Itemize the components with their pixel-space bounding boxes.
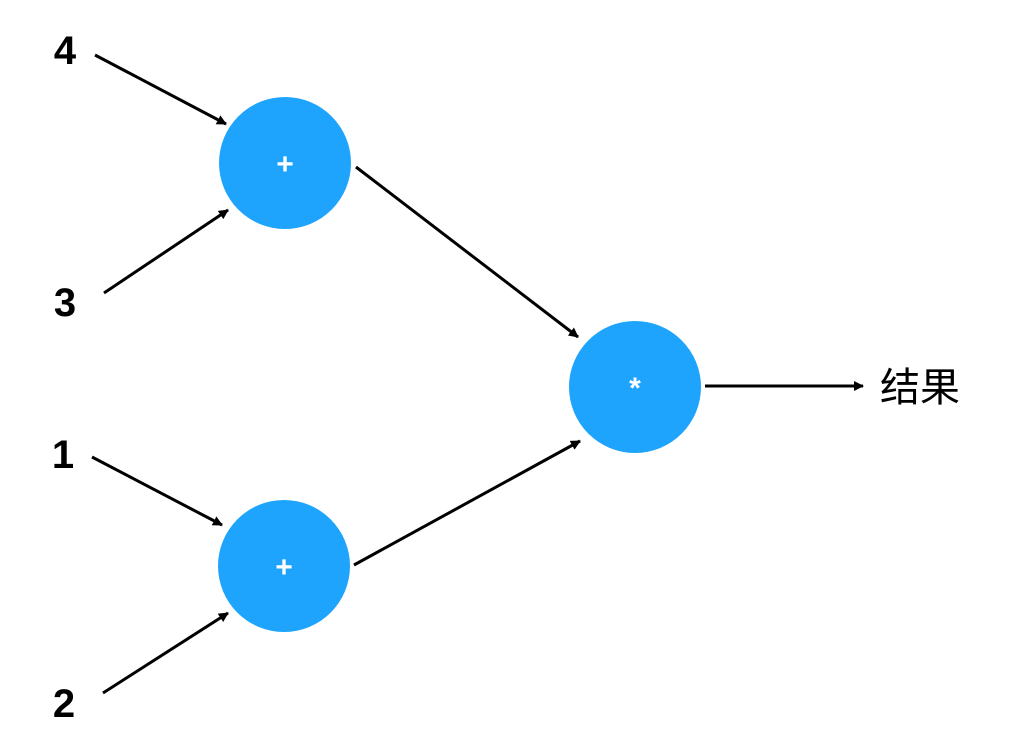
edges (91, 53, 864, 695)
edge-add-bottom-to-mul (353, 439, 581, 567)
edge-2-to-add-bottom (102, 611, 229, 695)
edge-1-to-add-bottom (91, 455, 223, 527)
node-add-bottom-label: + (275, 551, 293, 584)
input-label-3: 3 (54, 281, 76, 325)
node-add-bottom-circle (218, 500, 350, 632)
node-add-bottom: + (218, 500, 350, 632)
node-add-top-circle (219, 97, 351, 229)
edge-add-top-to-mul (355, 165, 579, 339)
input-label-2: 2 (53, 682, 75, 726)
edge-3-to-add-top (103, 208, 229, 295)
input-label-4: 4 (54, 29, 77, 73)
node-add-top-label: + (276, 148, 294, 181)
node-mul-label: * (629, 372, 641, 405)
edge-4-to-add-top (94, 53, 227, 126)
node-mul-circle (569, 321, 701, 453)
result-label: 结果 (880, 365, 960, 411)
node-mul: * (569, 321, 701, 453)
node-add-top: + (219, 97, 351, 229)
input-label-1: 1 (52, 433, 74, 477)
